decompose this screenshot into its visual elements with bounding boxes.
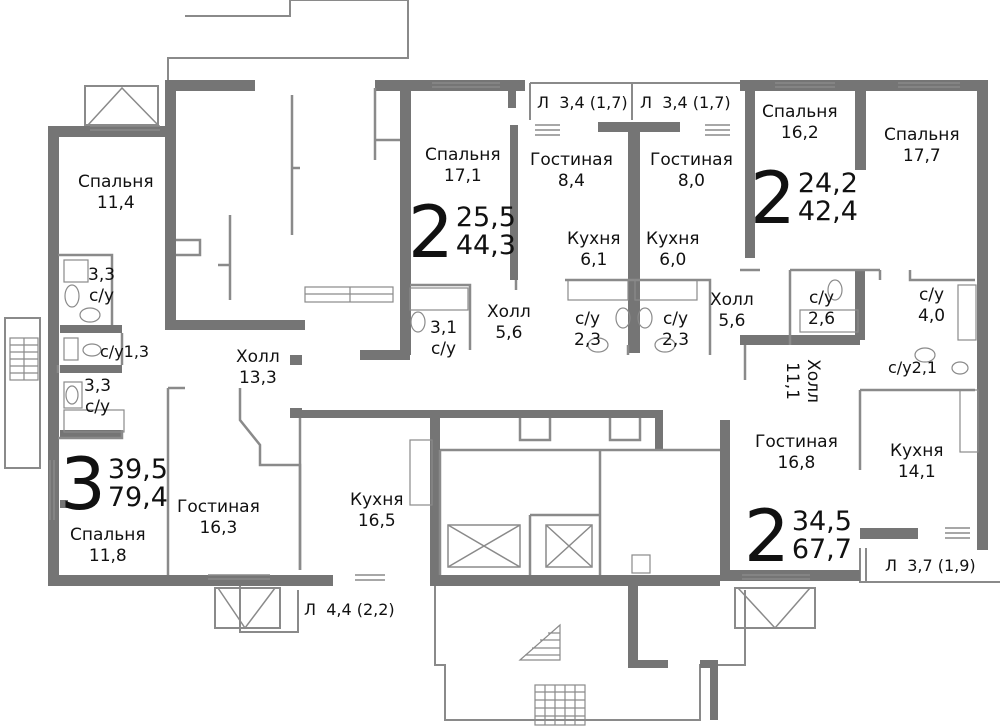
fixtures — [63, 259, 979, 574]
balcony-label: Л 3,4 (1,7) — [537, 93, 628, 112]
balcony-crosses — [87, 86, 811, 630]
living-area: 39,5 — [107, 454, 168, 485]
door-marks — [355, 124, 970, 581]
balcony-label: Л 4,4 (2,2) — [304, 600, 395, 619]
walls — [48, 80, 988, 720]
balcony-label: Л 3,7 (1,9) — [885, 556, 976, 575]
total-area: 44,3 — [455, 230, 516, 261]
total-area: 79,4 — [107, 482, 168, 513]
apartment-badge-3: 3 39,5 79,4 — [60, 448, 168, 520]
elevators — [447, 524, 593, 568]
rooms-count: 2 — [408, 190, 454, 274]
living-area: 34,5 — [791, 506, 852, 537]
apartment-badge-2b: 2 24,2 42,4 — [750, 162, 858, 234]
rooms-count: 3 — [60, 442, 106, 526]
bathroom: с/у2,1 — [888, 358, 938, 377]
rooms-count: 2 — [750, 156, 796, 240]
interior-lines — [56, 88, 975, 575]
balcony-label: Л 3,4 (1,7) — [640, 93, 731, 112]
total-area: 42,4 — [797, 196, 858, 227]
bathroom: с/у1,3 — [100, 342, 150, 361]
rooms-count: 2 — [744, 494, 790, 578]
living-area: 24,2 — [797, 168, 858, 199]
apartment-badge-2c: 2 34,5 67,7 — [744, 500, 852, 572]
windows — [49, 82, 960, 580]
stairs — [9, 286, 586, 726]
exterior-outline — [4, 0, 1000, 721]
living-area: 25,5 — [455, 202, 516, 233]
apartment-badge-2a: 2 25,5 44,3 — [408, 196, 516, 268]
total-area: 67,7 — [791, 534, 852, 565]
